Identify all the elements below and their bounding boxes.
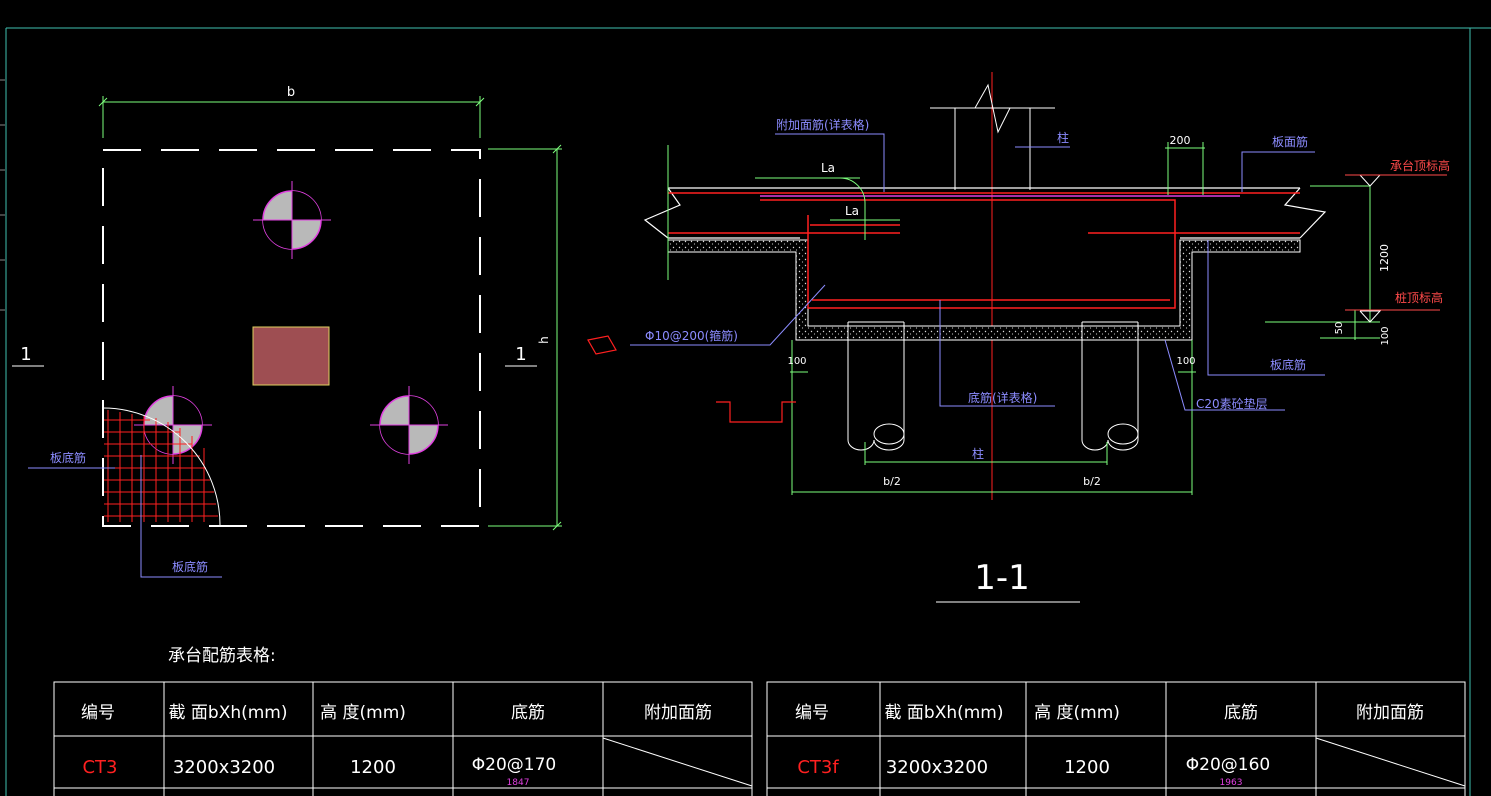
cap-rebars: [668, 192, 1300, 309]
pile-cap-outline: [102, 149, 481, 527]
label-stirrup: Φ10@200(箍筋): [645, 328, 738, 343]
t1-header-bottom: 底筋: [511, 703, 545, 723]
t2-header-height: 高 度(mm): [1034, 703, 1120, 723]
cap-outline: [643, 187, 1327, 239]
t2-cell-size: 3200x3200: [886, 757, 988, 778]
dim-100-right: 100: [1380, 326, 1391, 345]
plan-label-bottom-bar-1: 板底筋: [50, 450, 86, 465]
dim-b2-right: b/2: [1083, 475, 1101, 488]
t2-header-id: 编号: [795, 703, 829, 723]
rebar-table-2: 编号 截 面bXh(mm) 高 度(mm) 底筋 附加面筋 CT3f 3200x…: [766, 681, 1466, 796]
dim-100-b: 100: [1176, 356, 1195, 367]
t1-header-size: 截 面bXh(mm): [169, 703, 288, 723]
dim-50: 50: [1334, 322, 1345, 335]
t2-header-size: 截 面bXh(mm): [885, 703, 1004, 723]
break-symbol: [716, 401, 796, 423]
section-title: 1-1: [974, 558, 1030, 598]
t1-cell-id: CT3: [82, 757, 117, 778]
t2-cell-height: 1200: [1064, 757, 1110, 778]
bottom-rebar-grid: [104, 410, 218, 522]
t1-cell-size: 3200x3200: [173, 757, 275, 778]
t1-cell-bottom: Φ20@170: [472, 755, 556, 775]
dim-b2-left: b/2: [883, 475, 901, 488]
dim-200: 200: [1170, 134, 1191, 147]
label-additional-top: 附加面筋(详表格): [776, 117, 869, 132]
column-section: [930, 83, 1055, 190]
label-top-bar: 板面筋: [1272, 134, 1308, 149]
label-pile-top-elevation: 桩顶标高: [1395, 290, 1443, 305]
t2-cell-bottom-note: 1963: [1220, 778, 1243, 788]
pile-left: [134, 386, 212, 464]
section-dim-lines: [667, 142, 1380, 495]
dim-h-label: h: [537, 336, 551, 344]
label-bottom-rebar: 底筋(详表格): [968, 390, 1037, 405]
dim-line-h: [488, 144, 562, 531]
pile-top: [253, 181, 331, 259]
label-plain-concrete: C20素砼垫层: [1196, 396, 1268, 411]
label-column-bottom: 柱: [972, 446, 984, 461]
label-cap-top-elevation: 承台顶标高: [1390, 158, 1450, 173]
concrete-bedding: [667, 239, 1301, 341]
section-view: 附加面筋(详表格) 柱 La La 200 板面筋 承台顶标高 1200 桩顶标…: [587, 72, 1450, 603]
plan-label-bottom-bar-2: 板底筋: [172, 559, 208, 574]
t1-header-height: 高 度(mm): [320, 703, 406, 723]
t2-cell-bottom: Φ20@160: [1186, 755, 1270, 775]
section-leaders-red: [1345, 174, 1447, 311]
table-title: 承台配筋表格:: [168, 646, 276, 666]
t1-header-extra: 附加面筋: [644, 703, 712, 723]
label-bottom-bar-right: 板底筋: [1270, 357, 1306, 372]
rebar-table-1: 编号 截 面bXh(mm) 高 度(mm) 底筋 附加面筋 CT3 3200x3…: [53, 681, 753, 796]
section-mark-left: 1: [20, 344, 31, 365]
column-plan: [252, 326, 330, 386]
break-arc: [102, 407, 221, 527]
t1-header-id: 编号: [81, 703, 115, 723]
label-la-1: La: [821, 161, 835, 175]
t1-cell-bottom-note: 1847: [507, 778, 530, 788]
label-column: 柱: [1057, 130, 1069, 145]
left-edge-ticks: [0, 79, 5, 311]
t1-cell-height: 1200: [350, 757, 396, 778]
plan-view: b h: [12, 85, 562, 578]
dim-b-label: b: [287, 85, 295, 100]
dim-1200: 1200: [1378, 244, 1391, 272]
section-mark-right: 1: [515, 344, 526, 365]
piles-section: [847, 321, 1139, 451]
section-leaders: [630, 133, 1325, 411]
t2-header-bottom: 底筋: [1224, 703, 1258, 723]
pile-right: [370, 386, 448, 464]
plan-leaders: [28, 455, 222, 578]
dim-100-a: 100: [787, 356, 806, 367]
view-marker-shape: [587, 335, 617, 355]
label-la-2: La: [845, 204, 859, 218]
drawing-frame: [5, 27, 1491, 796]
dim-line-b: [98, 96, 485, 138]
t2-header-extra: 附加面筋: [1356, 703, 1424, 723]
t2-cell-id: CT3f: [797, 757, 839, 778]
